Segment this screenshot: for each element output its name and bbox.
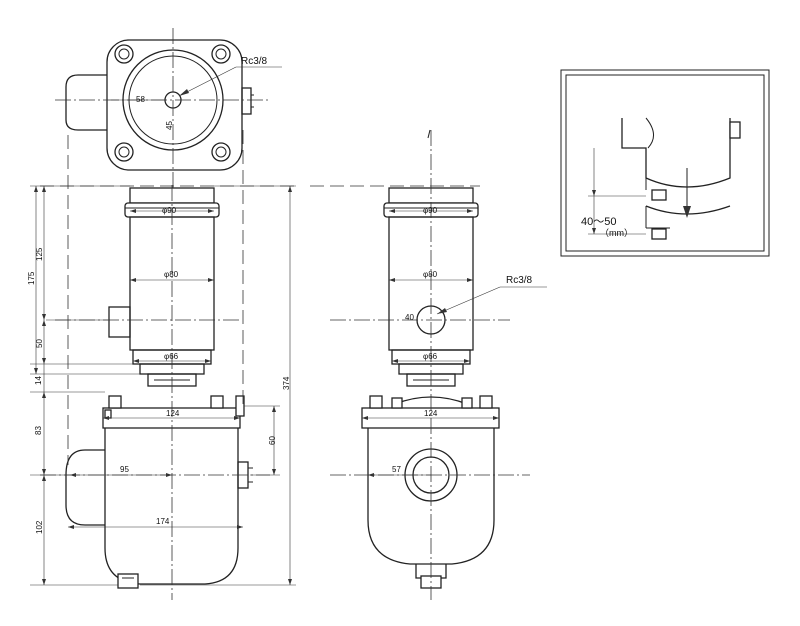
dim-14: 14: [34, 376, 43, 385]
bolt-icon: [461, 397, 473, 409]
dia-66-right: φ66: [423, 352, 438, 361]
dim-124: 124: [166, 409, 180, 418]
dia-90: φ90: [162, 206, 177, 215]
bolt-icon: [114, 142, 134, 162]
dim-45: 45: [165, 121, 174, 130]
detail-lower-nut: [651, 228, 667, 240]
top-view-left-boss: [65, 74, 107, 131]
top-view: 58 45 Rc3/8: [55, 28, 282, 190]
port-label-top: Rc3/8: [241, 56, 268, 67]
dia-90-right: φ90: [423, 206, 438, 215]
bolt-icon: [210, 395, 224, 409]
front-side-port: [108, 306, 131, 338]
bolt-icon: [479, 395, 493, 409]
port-label-side: Rc3/8: [506, 275, 533, 286]
detail-plug: [729, 121, 741, 139]
dim-60: 60: [268, 436, 277, 445]
dim-57: 57: [392, 465, 401, 474]
dim-175: 175: [27, 271, 36, 285]
arrow-down-icon: [683, 206, 691, 218]
dim-83: 83: [34, 426, 43, 435]
detail-unit: （mm）: [600, 228, 633, 238]
drain-plug: [117, 573, 139, 589]
dim-40: 40: [405, 313, 414, 322]
front-view: φ90 φ80 φ66 124 95 174 60: [40, 130, 300, 600]
bolt-icon: [114, 44, 134, 64]
dim-95: 95: [120, 465, 129, 474]
left-dimension-stack: 175 125 50 14 83 102: [27, 185, 140, 586]
detail-nut: [651, 189, 667, 201]
bolt-icon: [108, 395, 122, 409]
dia-80: φ80: [164, 270, 179, 279]
side-view: φ90 φ80 φ66 40 124 57 Rc3/8: [310, 129, 547, 600]
detail-range: 40～50: [581, 216, 616, 228]
dim-124-right: 124: [424, 409, 438, 418]
bolt-icon: [211, 142, 231, 162]
dim-58: 58: [136, 95, 145, 104]
dim-102: 102: [35, 520, 44, 534]
dim-50: 50: [35, 339, 44, 348]
front-bowl: [104, 428, 239, 585]
dim-374: 374: [282, 376, 291, 390]
detail-frame-outer: [560, 69, 770, 257]
detail-upper-body: [621, 118, 731, 188]
dia-80-right: φ80: [423, 270, 438, 279]
front-inlet: [65, 449, 105, 526]
bolt-icon: [211, 44, 231, 64]
detail-inset: 40～50 （mm）: [560, 69, 770, 257]
detail-frame-inner: [565, 74, 765, 252]
top-view-right-plug: [241, 87, 252, 115]
bolt-icon: [369, 395, 383, 409]
dim-125: 125: [35, 247, 44, 261]
dia-66: φ66: [164, 352, 179, 361]
dim-174: 174: [156, 517, 170, 526]
bolt-icon: [391, 397, 403, 409]
